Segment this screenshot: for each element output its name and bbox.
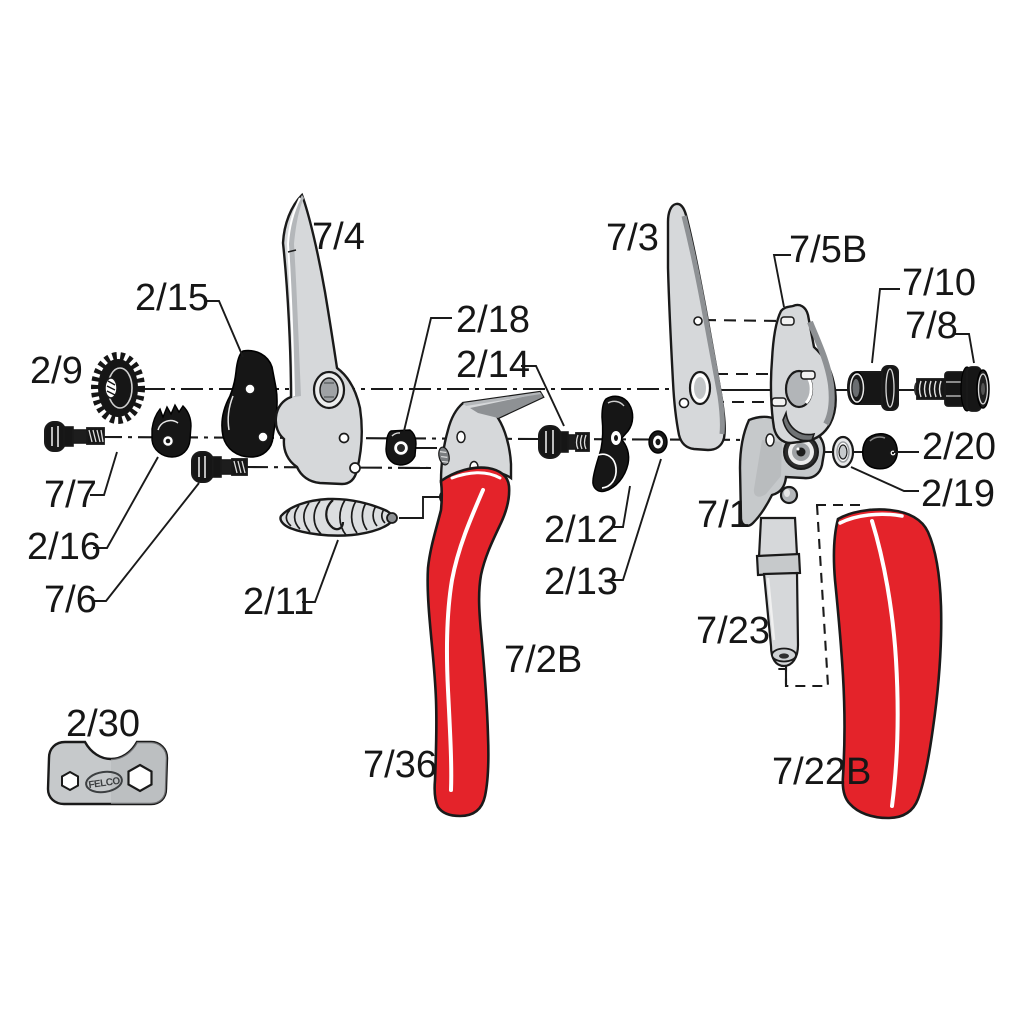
- holder-pin-mid: [800, 370, 816, 380]
- plate-hole-top: [244, 383, 256, 395]
- part-ratchet-2-16: [151, 403, 192, 458]
- part-counter-blade-7-4: [274, 192, 363, 486]
- spring-tip: [386, 512, 398, 524]
- label-7-8: 7/8: [905, 305, 958, 347]
- part-screw-7-7: [44, 421, 105, 452]
- label-7-10: 7/10: [902, 262, 976, 304]
- part-screw-7-6: [191, 451, 248, 483]
- felco-logo-text: FELCO: [88, 776, 121, 791]
- plate-hole-bottom: [257, 431, 269, 443]
- body-hole: [765, 433, 775, 447]
- part-shaft-7-23: [755, 516, 802, 668]
- part-handle-left-7-2b: [426, 390, 545, 818]
- label-7-4: 7/4: [312, 216, 365, 258]
- label-7-22b: 7/22B: [772, 751, 871, 793]
- wrench-hex-large: [127, 763, 153, 793]
- label-7-7: 7/7: [44, 474, 97, 516]
- part-counter-plate-2-15: [221, 349, 278, 458]
- label-2-13: 2/13: [544, 561, 618, 603]
- holder-hook: [782, 410, 816, 442]
- cutting-blade-body: [666, 202, 726, 452]
- part-cutting-blade-7-3: [666, 202, 726, 452]
- gear-teeth: [91, 352, 145, 424]
- part-catch-screw-2-14: [538, 425, 590, 459]
- red-grip-right: [832, 508, 943, 820]
- label-2-19: 2/19: [921, 473, 995, 515]
- part-bushing-7-10: [846, 365, 899, 411]
- label-7-1: 7/1: [697, 494, 750, 536]
- holder-pin-low: [771, 397, 787, 407]
- label-2-15: 2/15: [135, 277, 209, 319]
- part-blade-nut-2-18: [385, 429, 417, 466]
- label-7-5b: 7/5B: [789, 229, 867, 271]
- holder-pin-top: [780, 316, 795, 326]
- label-7-2b: 7/2B: [504, 639, 582, 681]
- label-7-3: 7/3: [606, 217, 659, 259]
- part-wrench-2-30: FELCO: [46, 740, 169, 806]
- felco-stamp: [438, 446, 450, 466]
- part-handle-right-7-22b: [832, 508, 943, 820]
- part-gear-nut-2-9: [91, 352, 145, 424]
- label-2-9: 2/9: [30, 350, 83, 392]
- part-labels: 2/9 2/15 7/4 2/18 2/14 7/3 7/5B 7/10 7/8…: [27, 216, 996, 793]
- leader-lines: [90, 254, 975, 603]
- part-blade-bolt-7-8: [914, 366, 990, 412]
- label-2-30: 2/30: [66, 703, 140, 745]
- label-2-12: 2/12: [544, 509, 618, 551]
- part-blade-holder-7-5b: [769, 303, 837, 445]
- label-7-6: 7/6: [44, 579, 97, 621]
- label-2-16: 2/16: [27, 526, 101, 568]
- label-2-11: 2/11: [243, 581, 314, 623]
- hidden-shaft-outline: [774, 503, 863, 688]
- label-2-20: 2/20: [922, 426, 996, 468]
- part-spring-2-11: [279, 497, 398, 537]
- wrench-hex-small: [61, 770, 79, 792]
- part-thumb-catch-2-12: [592, 395, 634, 493]
- label-7-23: 7/23: [696, 610, 770, 652]
- head-hole-top: [456, 430, 466, 444]
- label-7-36: 7/36: [363, 744, 437, 786]
- label-2-14: 2/14: [456, 344, 530, 386]
- part-cone-nut-2-20: [862, 433, 898, 470]
- part-washer-ring-2-19: [831, 435, 855, 469]
- label-2-18: 2/18: [456, 299, 530, 341]
- part-catch-washer-2-13: [648, 430, 668, 454]
- bushing-bore: [852, 379, 860, 397]
- felco-logo: FELCO: [85, 770, 123, 794]
- counter-blade-body: [274, 192, 363, 486]
